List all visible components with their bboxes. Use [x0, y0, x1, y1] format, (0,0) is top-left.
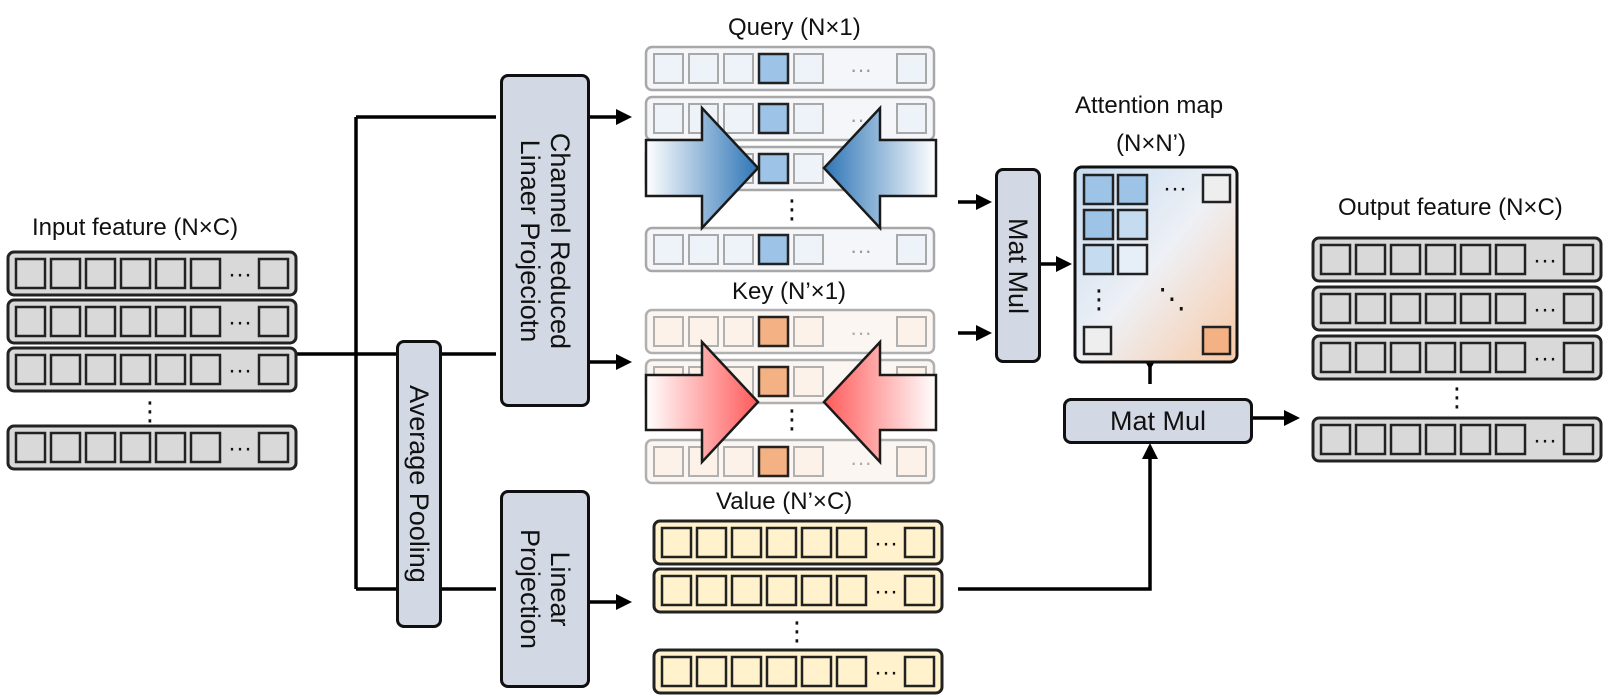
mat-mul-vertical-text: Mat Mul: [1003, 217, 1033, 314]
attention-map-shape: (N×N’): [1116, 130, 1186, 157]
average-pooling-text: Average Pooling: [404, 385, 434, 583]
linear-projection-block: Linear Projection: [500, 490, 590, 688]
ellipsis-h: ···: [228, 357, 252, 384]
ellipsis-v: ⋮: [137, 396, 163, 426]
output-row-4: ···: [1311, 416, 1603, 463]
query-compress-arrow-right: [822, 104, 938, 232]
query-row-2: ···: [644, 95, 936, 142]
ellipsis-h: ···: [850, 320, 872, 345]
value-row-1: ···: [652, 519, 944, 566]
ellipsis-v: ⋮: [779, 194, 805, 224]
ellipsis-h: ···: [1533, 247, 1557, 274]
average-pooling-block: Average Pooling: [396, 340, 442, 628]
key-row-3: ···: [644, 438, 936, 485]
ellipsis-h: ···: [874, 659, 898, 686]
input-row-1: ···: [6, 250, 298, 297]
key-row-1: ···: [644, 308, 936, 355]
input-row-4: ···: [6, 424, 298, 471]
attention-map-title: Attention map: [1075, 92, 1224, 119]
channel-reduced-projection-text: Channel Reduced Linaer Projeciotn: [515, 132, 576, 349]
ellipsis-h: ···: [1533, 345, 1557, 372]
ellipsis-v: ⋮: [784, 616, 810, 646]
ellipsis-h: ···: [1533, 296, 1557, 323]
output-row-2: ···: [1311, 285, 1603, 332]
arrows: [589, 109, 1300, 610]
query-row-4: ···: [644, 226, 936, 273]
input-feature-rows: ··· ··· ··· ⋮: [6, 250, 298, 471]
ellipsis-v: ⋮: [779, 404, 805, 434]
ellipsis-h: ···: [228, 435, 252, 462]
key-label: Key (N’×1): [732, 278, 847, 305]
value-row-2: ···: [652, 567, 944, 614]
ellipsis-h: ···: [850, 450, 872, 475]
value-row-3: ···: [652, 648, 944, 695]
key-compress-arrow-right: [822, 338, 938, 466]
ellipsis-h: ···: [228, 261, 252, 288]
output-feature-label: Output feature (N×C): [1338, 194, 1563, 221]
ellipsis-h: ···: [228, 309, 252, 336]
query-rows: ··· ··· ⋮ ···: [644, 45, 938, 273]
linear-projection-text: Linear Projection: [515, 528, 576, 650]
ellipsis-h: ···: [850, 57, 872, 82]
value-rows: ··· ··· ⋮ ···: [652, 519, 944, 695]
ellipsis-h: ···: [874, 578, 898, 605]
key-compress-arrow-left: [644, 338, 760, 466]
ellipsis-h: ···: [1163, 175, 1187, 202]
output-row-1: ···: [1311, 236, 1603, 283]
ellipsis-diag: ⋱: [1158, 283, 1186, 314]
input-row-3: ···: [6, 346, 298, 393]
mat-mul-horizontal-block: Mat Mul: [1063, 398, 1253, 444]
channel-reduced-projection-block: Channel Reduced Linaer Projeciotn: [500, 74, 590, 407]
output-feature-rows: ··· ··· ··· ⋮: [1311, 236, 1603, 463]
key-rows: ··· ⋮ ···: [644, 308, 938, 485]
query-compress-arrow-left: [644, 104, 760, 232]
output-row-3: ···: [1311, 334, 1603, 381]
ellipsis-h: ···: [850, 238, 872, 263]
query-row-1: ···: [644, 45, 936, 92]
ellipsis-v: ⋮: [1444, 382, 1470, 412]
ellipsis-h: ···: [1533, 427, 1557, 454]
value-label: Value (N’×C): [716, 488, 853, 515]
input-row-2: ···: [6, 298, 298, 345]
attention-map: ··· ⋮ ⋱: [1073, 165, 1239, 364]
ellipsis-h: ···: [874, 530, 898, 557]
ellipsis-v: ⋮: [1086, 284, 1112, 314]
mat-mul-vertical-block: Mat Mul: [995, 168, 1041, 363]
query-label: Query (N×1): [728, 14, 861, 41]
input-feature-label: Input feature (N×C): [32, 214, 239, 241]
